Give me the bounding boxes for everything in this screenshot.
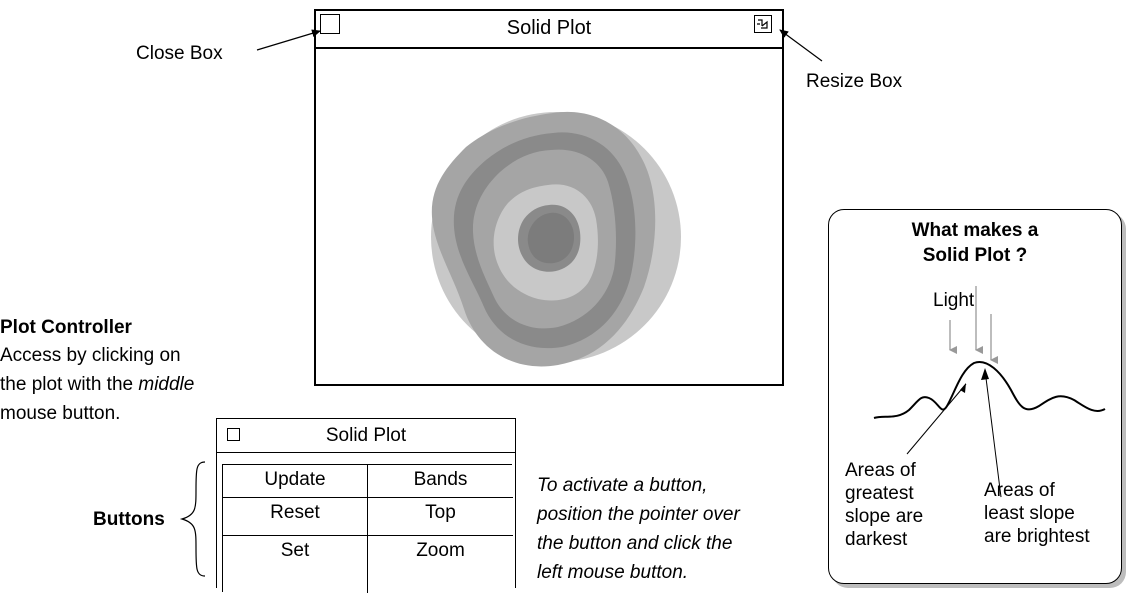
info-title-line1: What makes a [911, 220, 1039, 241]
darkest-pointer-head [960, 383, 966, 393]
update-button[interactable]: Update [223, 465, 368, 498]
darkest-line4: darkest [845, 529, 908, 550]
slope-diagram [873, 286, 1106, 498]
terrain-profile [873, 360, 1106, 419]
plot-controller-window[interactable]: Solid Plot Update Bands Reset Top Set Zo… [216, 418, 516, 593]
darkest-line3: slope are [845, 506, 924, 527]
instruction-line1: To activate a button, [537, 475, 708, 496]
brightest-line1: Areas of [984, 480, 1055, 501]
darkest-line1: Areas of [845, 460, 916, 481]
solid-plot-window[interactable]: Solid Plot [314, 9, 784, 386]
plot-controller-heading: Plot Controller [0, 317, 132, 338]
resize-box-arrow [779, 29, 823, 62]
info-title-line2: Solid Plot ? [922, 245, 1028, 266]
zoom-button[interactable]: Zoom [368, 536, 513, 593]
brightest-line2: least slope [984, 503, 1075, 524]
resize-box-label: Resize Box [806, 71, 903, 92]
desc-line2-emphasis: middle [138, 374, 195, 395]
solid-plot-canvas[interactable] [316, 47, 782, 384]
darkest-line2: greatest [845, 483, 914, 504]
controller-title: Solid Plot [325, 425, 407, 446]
instruction-line4: left mouse button. [537, 562, 689, 583]
reset-button[interactable]: Reset [223, 498, 368, 536]
controller-button-grid: Update Bands Reset Top Set Zoom [222, 464, 513, 593]
plot-controller-desc-line2: the plot with the middle [0, 374, 194, 396]
close-box-icon[interactable] [320, 14, 340, 34]
controller-titlebar[interactable]: Solid Plot [217, 419, 515, 453]
set-button[interactable]: Set [223, 536, 368, 593]
plot-controller-desc-line1: Access by clicking on [0, 345, 181, 366]
desc-line2-text: the plot with the [0, 374, 139, 395]
plot-band-center [527, 212, 574, 264]
brightest-line3: are brightest [984, 526, 1090, 547]
close-box-label: Close Box [136, 43, 223, 64]
bands-button[interactable]: Bands [368, 465, 513, 498]
instruction-line2: position the pointer over [537, 504, 740, 525]
brightest-pointer [984, 369, 1002, 498]
resize-box-icon[interactable] [754, 15, 772, 33]
instruction-line3: the button and click the [537, 533, 733, 554]
window-title: Solid Plot [506, 17, 592, 39]
top-button[interactable]: Top [368, 498, 513, 536]
darkest-pointer [906, 383, 967, 455]
window-titlebar[interactable]: Solid Plot [316, 11, 782, 49]
info-panel-title: What makes a Solid Plot ? [829, 218, 1121, 268]
buttons-brace [179, 461, 206, 577]
plot-controller-desc-line3: mouse button. [0, 403, 121, 424]
info-panel: What makes a Solid Plot ? Light Areas of… [828, 209, 1122, 584]
resize-glyph [757, 19, 768, 29]
close-box-arrow [256, 29, 321, 51]
brightest-pointer-head [981, 368, 989, 380]
buttons-label: Buttons [93, 509, 165, 530]
controller-close-icon[interactable] [227, 428, 240, 441]
light-label: Light [933, 290, 975, 311]
